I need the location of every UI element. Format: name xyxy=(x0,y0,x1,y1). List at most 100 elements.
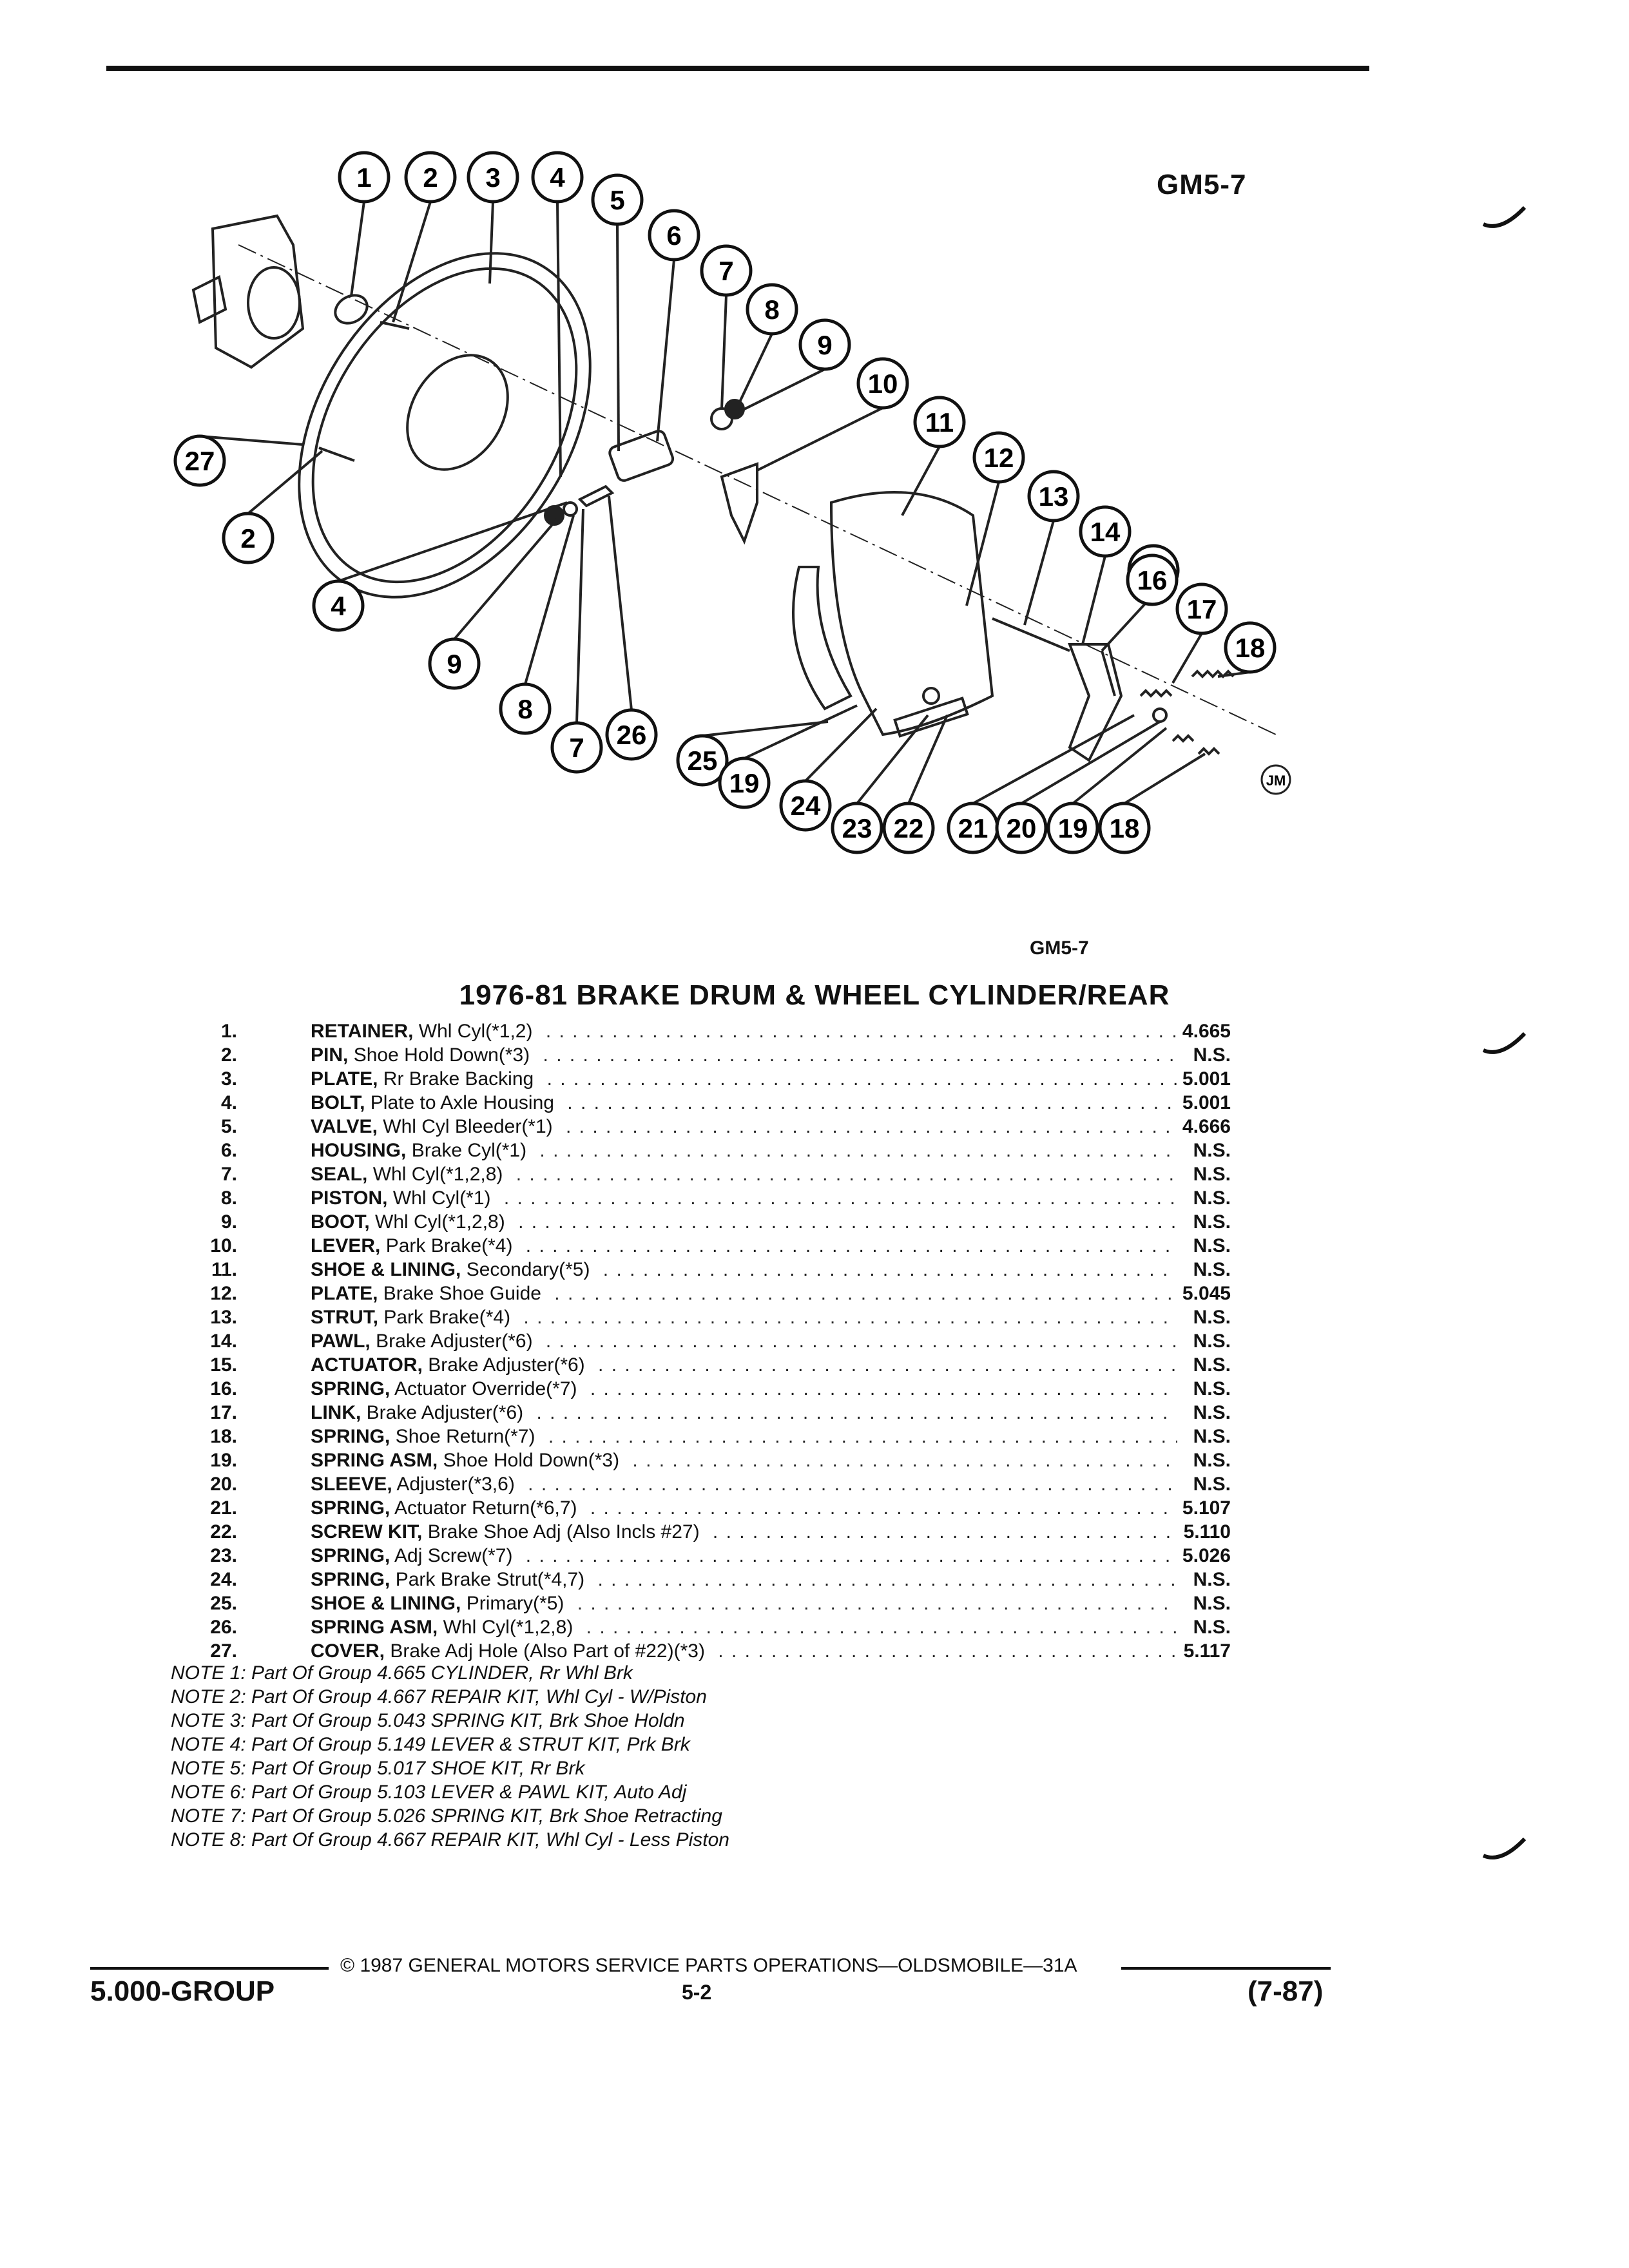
part-number: 16. xyxy=(210,1378,237,1399)
part-detail: Actuator Return(*6,7) xyxy=(394,1497,577,1519)
part-row: 27.COVER, Brake Adj Hole (Also Part of #… xyxy=(161,1639,1231,1663)
leader-dots: . . . . . . . . . . . . . . . . . . . . … xyxy=(545,1021,1177,1042)
note-line: NOTE 6: Part Of Group 5.103 LEVER & PAWL… xyxy=(171,1782,687,1803)
part-description: SPRING, Adj Screw(*7) . . . . . . . . . … xyxy=(311,1544,1177,1568)
actuator-drawing xyxy=(1068,643,1123,762)
part-detail: Brake Adjuster(*6) xyxy=(428,1354,585,1376)
leader-dots: . . . . . . . . . . . . . . . . . . . . … xyxy=(554,1283,1177,1304)
callout-22: 22 xyxy=(882,802,935,854)
leader-line xyxy=(247,450,323,515)
part-description: SHOE & LINING, Secondary(*5) . . . . . .… xyxy=(311,1258,1177,1282)
part-group: 5.110 xyxy=(1183,1521,1231,1542)
part-number: 8. xyxy=(220,1187,237,1209)
svg-text:18: 18 xyxy=(1235,633,1266,663)
leader-line xyxy=(350,201,365,297)
svg-text:9: 9 xyxy=(447,649,461,679)
leader-dots: . . . . . . . . . . . . . . . . . . . . … xyxy=(602,1259,1177,1280)
part-detail: Brake Cyl(*1) xyxy=(411,1140,527,1161)
leader-dots: . . . . . . . . . . . . . . . . . . . . … xyxy=(543,1044,1177,1066)
part-name: BOOT, xyxy=(311,1211,370,1233)
part-name: SCREW KIT, xyxy=(311,1521,423,1542)
part-detail: Park Brake Strut(*4,7) xyxy=(395,1569,585,1590)
cylinder-spring-drawing xyxy=(577,485,615,508)
part-description: SPRING, Shoe Return(*7) . . . . . . . . … xyxy=(311,1425,1177,1448)
part-name: VALVE, xyxy=(311,1116,378,1137)
bottom-rule-right xyxy=(1121,1967,1331,1970)
part-name: SEAL, xyxy=(311,1164,368,1185)
backing-plate-hub-drawing xyxy=(406,354,509,471)
part-detail: Shoe Hold Down(*3) xyxy=(353,1044,530,1066)
part-number: 18. xyxy=(210,1426,237,1447)
svg-text:19: 19 xyxy=(729,768,760,798)
leader-line xyxy=(488,201,494,284)
part-group: N.S. xyxy=(1193,1187,1231,1209)
leader-dots: . . . . . . . . . . . . . . . . . . . . … xyxy=(566,1116,1177,1137)
part-name: PLATE, xyxy=(311,1068,378,1090)
svg-text:26: 26 xyxy=(617,720,647,750)
leader-line xyxy=(1081,555,1106,645)
leader-line xyxy=(1023,520,1055,626)
callout-9: 9 xyxy=(428,637,481,690)
part-group: N.S. xyxy=(1193,1140,1231,1161)
part-row: 6.HOUSING, Brake Cyl(*1) . . . . . . . .… xyxy=(161,1139,1231,1162)
part-row: 12.PLATE, Brake Shoe Guide . . . . . . .… xyxy=(161,1282,1231,1305)
leader-line xyxy=(804,707,878,782)
leader-line xyxy=(608,495,633,711)
note-line: NOTE 7: Part Of Group 5.026 SPRING KIT, … xyxy=(171,1805,722,1827)
part-description: SHOE & LINING, Primary(*5) . . . . . . .… xyxy=(311,1591,1177,1615)
part-group: N.S. xyxy=(1193,1474,1231,1495)
part-description: LINK, Brake Adjuster(*6) . . . . . . . .… xyxy=(311,1401,1177,1425)
part-description: ACTUATOR, Brake Adjuster(*6) . . . . . .… xyxy=(311,1353,1177,1377)
callout-9: 9 xyxy=(798,318,851,371)
part-row: 2.PIN, Shoe Hold Down(*3) . . . . . . . … xyxy=(161,1043,1231,1067)
strut-drawing xyxy=(992,617,1070,652)
leader-line xyxy=(453,517,559,640)
part-detail: Park Brake(*4) xyxy=(383,1307,511,1328)
part-group: N.S. xyxy=(1193,1426,1231,1447)
part-description: RETAINER, Whl Cyl(*1,2) . . . . . . . . … xyxy=(311,1019,1177,1043)
leader-dots: . . . . . . . . . . . . . . . . . . . . … xyxy=(545,1331,1177,1352)
callout-8: 8 xyxy=(746,283,798,336)
note-line: NOTE 3: Part Of Group 5.043 SPRING KIT, … xyxy=(171,1710,685,1731)
svg-text:1: 1 xyxy=(356,162,371,193)
part-name: LEVER, xyxy=(311,1235,381,1256)
part-group: N.S. xyxy=(1193,1450,1231,1471)
hold-down-spring-drawing xyxy=(1171,734,1195,743)
part-detail: Plate to Axle Housing xyxy=(370,1092,554,1113)
leader-line xyxy=(737,333,773,407)
part-number: 11. xyxy=(211,1259,237,1280)
part-group: N.S. xyxy=(1193,1354,1231,1376)
callout-16: 16 xyxy=(1126,553,1179,606)
leader-line xyxy=(907,715,949,804)
retainer-ring-drawing xyxy=(334,294,369,325)
page-title: 1976-81 BRAKE DRUM & WHEEL CYLINDER/REAR xyxy=(459,979,1170,1011)
part-number: 12. xyxy=(210,1283,237,1304)
svg-text:JM: JM xyxy=(1266,773,1286,789)
part-number: 17. xyxy=(210,1402,237,1423)
leader-line xyxy=(1020,720,1161,805)
part-number: 25. xyxy=(210,1593,237,1614)
callout-14: 14 xyxy=(1079,505,1132,558)
part-row: 24.SPRING, Park Brake Strut(*4,7) . . . … xyxy=(161,1568,1231,1591)
part-row: 19.SPRING ASM, Shoe Hold Down(*3) . . . … xyxy=(161,1448,1231,1472)
footer-group-code: 5.000-GROUP xyxy=(90,1975,275,2007)
callout-12: 12 xyxy=(972,431,1025,484)
part-name: PLATE, xyxy=(311,1283,378,1304)
callout-17: 17 xyxy=(1175,582,1228,635)
hold-down-pin-drawing xyxy=(380,321,410,330)
svg-text:24: 24 xyxy=(791,791,821,821)
part-number: 2. xyxy=(220,1044,237,1066)
part-detail: Shoe Hold Down(*3) xyxy=(443,1450,620,1471)
exploded-brake-diagram: 1234567891011121314151617182724987262519… xyxy=(155,116,1353,928)
part-detail: Actuator Override(*7) xyxy=(394,1378,577,1399)
leader-line xyxy=(575,508,584,724)
leader-dots: . . . . . . . . . . . . . . . . . . . . … xyxy=(567,1092,1177,1113)
part-description: BOLT, Plate to Axle Housing . . . . . . … xyxy=(311,1091,1177,1115)
parts-list: 1.RETAINER, Whl Cyl(*1,2) . . . . . . . … xyxy=(161,1019,1231,1663)
boot-drawing xyxy=(724,399,745,419)
part-group: N.S. xyxy=(1193,1331,1231,1352)
part-row: 22.SCREW KIT, Brake Shoe Adj (Also Incls… xyxy=(161,1520,1231,1544)
part-number: 3. xyxy=(220,1068,237,1090)
part-number: 24. xyxy=(210,1569,237,1590)
part-group: N.S. xyxy=(1193,1378,1231,1399)
